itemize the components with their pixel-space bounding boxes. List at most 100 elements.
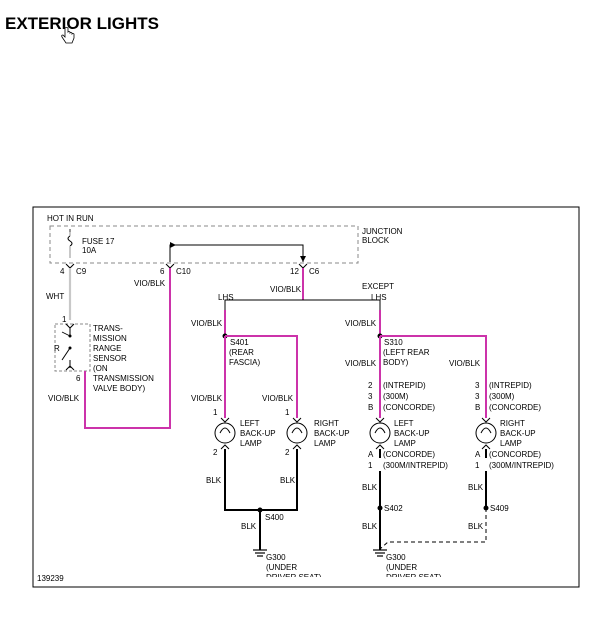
connector-c6-icon bbox=[298, 263, 308, 269]
label-el-pin2: 2 bbox=[368, 381, 373, 390]
wire-vio-blk-s401-right bbox=[225, 335, 298, 418]
label-s310-loc1: (LEFT REAR bbox=[383, 348, 430, 357]
label-wire-vio-blk-sensor: VIO/BLK bbox=[48, 394, 80, 403]
label-sensor-2: MISSION bbox=[93, 334, 127, 343]
junction-internal-wire bbox=[169, 244, 304, 262]
label-s310: S310 bbox=[384, 338, 403, 347]
ground-g300-except-icon bbox=[373, 549, 387, 557]
label-el-300m: (300M) bbox=[383, 392, 409, 401]
label-wire-vio-blk-lhs-right: VIO/BLK bbox=[262, 394, 294, 403]
label-lhs-except: LHS bbox=[371, 293, 387, 302]
label-el-intrepid: (INTREPID) bbox=[383, 381, 426, 390]
label-fuse-rating: 10A bbox=[82, 246, 97, 255]
page-title: EXTERIOR LIGHTS bbox=[5, 14, 159, 33]
label-lamp2-pin2: 2 bbox=[285, 448, 290, 457]
label-g300-ex: G300 bbox=[386, 553, 406, 562]
label-wht: WHT bbox=[46, 292, 64, 301]
label-er-300m: (300M) bbox=[489, 392, 515, 401]
label-el-pinA: A bbox=[368, 450, 374, 459]
label-lamp1-pin1: 1 bbox=[213, 408, 218, 417]
right-backup-lamp-except-icon bbox=[475, 417, 497, 450]
label-er-pinA: A bbox=[475, 450, 481, 459]
label-c6: C6 bbox=[309, 267, 320, 276]
label-sensor-1: TRANS- bbox=[93, 324, 123, 333]
label-wire-vio-blk-c6: VIO/BLK bbox=[270, 285, 302, 294]
label-left-lamp-ex-2: BACK-UP bbox=[394, 429, 430, 438]
label-hot-in-run: HOT IN RUN bbox=[47, 214, 94, 223]
label-er-pin3b: 3 bbox=[475, 392, 480, 401]
diagram-frame bbox=[32, 206, 580, 588]
label-sensor-6: TRANSMISSION bbox=[93, 374, 154, 383]
label-pin4: 4 bbox=[60, 267, 65, 276]
label-right-lamp-lhs-2: BACK-UP bbox=[314, 429, 350, 438]
label-g300-ex-loc1: (UNDER bbox=[386, 563, 417, 572]
splice-s402 bbox=[377, 505, 383, 511]
label-blk-s400: BLK bbox=[241, 522, 257, 531]
label-sensor-pin6: 6 bbox=[76, 374, 81, 383]
wire-vio-blk-s310-right bbox=[380, 335, 487, 418]
label-blk-ex-right: BLK bbox=[468, 483, 484, 492]
label-s400: S400 bbox=[265, 513, 284, 522]
label-sensor-pin1: 1 bbox=[62, 315, 67, 324]
label-right-lamp-ex-1: RIGHT bbox=[500, 419, 525, 428]
connector-c10-icon bbox=[165, 263, 175, 269]
label-junction-2: BLOCK bbox=[362, 236, 390, 245]
label-pin6-c10: 6 bbox=[160, 267, 165, 276]
label-junction-1: JUNCTION bbox=[362, 227, 403, 236]
label-wire-vio-blk-lhs-left: VIO/BLK bbox=[191, 394, 223, 403]
label-g300-ex-loc2: DRIVER SEAT) bbox=[386, 573, 442, 582]
figure-number: 139239 bbox=[37, 574, 64, 583]
arrow-right-icon bbox=[300, 256, 306, 262]
ground-g300-lhs-icon bbox=[253, 549, 267, 557]
label-except: EXCEPT bbox=[362, 282, 394, 291]
label-right-lamp-ex-2: BACK-UP bbox=[500, 429, 536, 438]
label-left-lamp-lhs-3: LAMP bbox=[240, 439, 262, 448]
label-wire-vio-blk-except-left: VIO/BLK bbox=[345, 359, 377, 368]
label-el-pin1: 1 bbox=[368, 461, 373, 470]
label-wire-vio-blk-c10: VIO/BLK bbox=[134, 279, 166, 288]
label-el-pinB: B bbox=[368, 403, 373, 412]
label-left-lamp-ex-3: LAMP bbox=[394, 439, 416, 448]
label-c9: C9 bbox=[76, 267, 87, 276]
label-el-concorde2: (CONCORDE) bbox=[383, 450, 435, 459]
label-el-concorde: (CONCORDE) bbox=[383, 403, 435, 412]
label-er-pinB: B bbox=[475, 403, 480, 412]
label-s402: S402 bbox=[384, 504, 403, 513]
label-er-intrepid: (INTREPID) bbox=[489, 381, 532, 390]
label-blk-ex-left: BLK bbox=[362, 483, 378, 492]
label-sensor-4: SENSOR bbox=[93, 354, 127, 363]
label-sensor-7: VALVE BODY) bbox=[93, 384, 146, 393]
label-left-lamp-lhs-2: BACK-UP bbox=[240, 429, 276, 438]
label-blk-s409: BLK bbox=[468, 522, 484, 531]
label-wire-vio-blk-lhs: VIO/BLK bbox=[191, 319, 223, 328]
label-right-lamp-ex-3: LAMP bbox=[500, 439, 522, 448]
wire-vio-blk-sensor bbox=[84, 268, 171, 429]
label-g300-lhs: G300 bbox=[266, 553, 286, 562]
label-s401-loc1: (REAR bbox=[229, 348, 254, 357]
label-sensor-5: (ON bbox=[93, 364, 108, 373]
label-lhs-top: LHS bbox=[218, 293, 234, 302]
label-er-pin3a: 3 bbox=[475, 381, 480, 390]
fuse-17 bbox=[67, 232, 73, 258]
label-sensor-r: R bbox=[54, 344, 60, 353]
label-lamp2-pin1: 1 bbox=[285, 408, 290, 417]
left-backup-lamp-except-icon bbox=[369, 417, 391, 450]
label-sensor-3: RANGE bbox=[93, 344, 121, 353]
label-pin12: 12 bbox=[290, 267, 299, 276]
label-right-lamp-lhs-3: LAMP bbox=[314, 439, 336, 448]
label-c10: C10 bbox=[176, 267, 191, 276]
label-wire-vio-blk-except: VIO/BLK bbox=[345, 319, 377, 328]
label-blk-lhs-right: BLK bbox=[280, 476, 296, 485]
label-er-concorde2: (CONCORDE) bbox=[489, 450, 541, 459]
left-backup-lamp-lhs-icon bbox=[214, 417, 236, 450]
label-s401-loc2: FASCIA) bbox=[229, 358, 260, 367]
hand-cursor-icon bbox=[61, 27, 75, 44]
label-fuse-name: FUSE 17 bbox=[82, 237, 115, 246]
label-blk-lhs-left: BLK bbox=[206, 476, 222, 485]
label-er-pin1: 1 bbox=[475, 461, 480, 470]
label-right-lamp-lhs-1: RIGHT bbox=[314, 419, 339, 428]
right-backup-lamp-lhs-icon bbox=[286, 417, 308, 450]
label-left-lamp-lhs-1: LEFT bbox=[240, 419, 260, 428]
trans-range-sensor-outline bbox=[54, 323, 91, 372]
